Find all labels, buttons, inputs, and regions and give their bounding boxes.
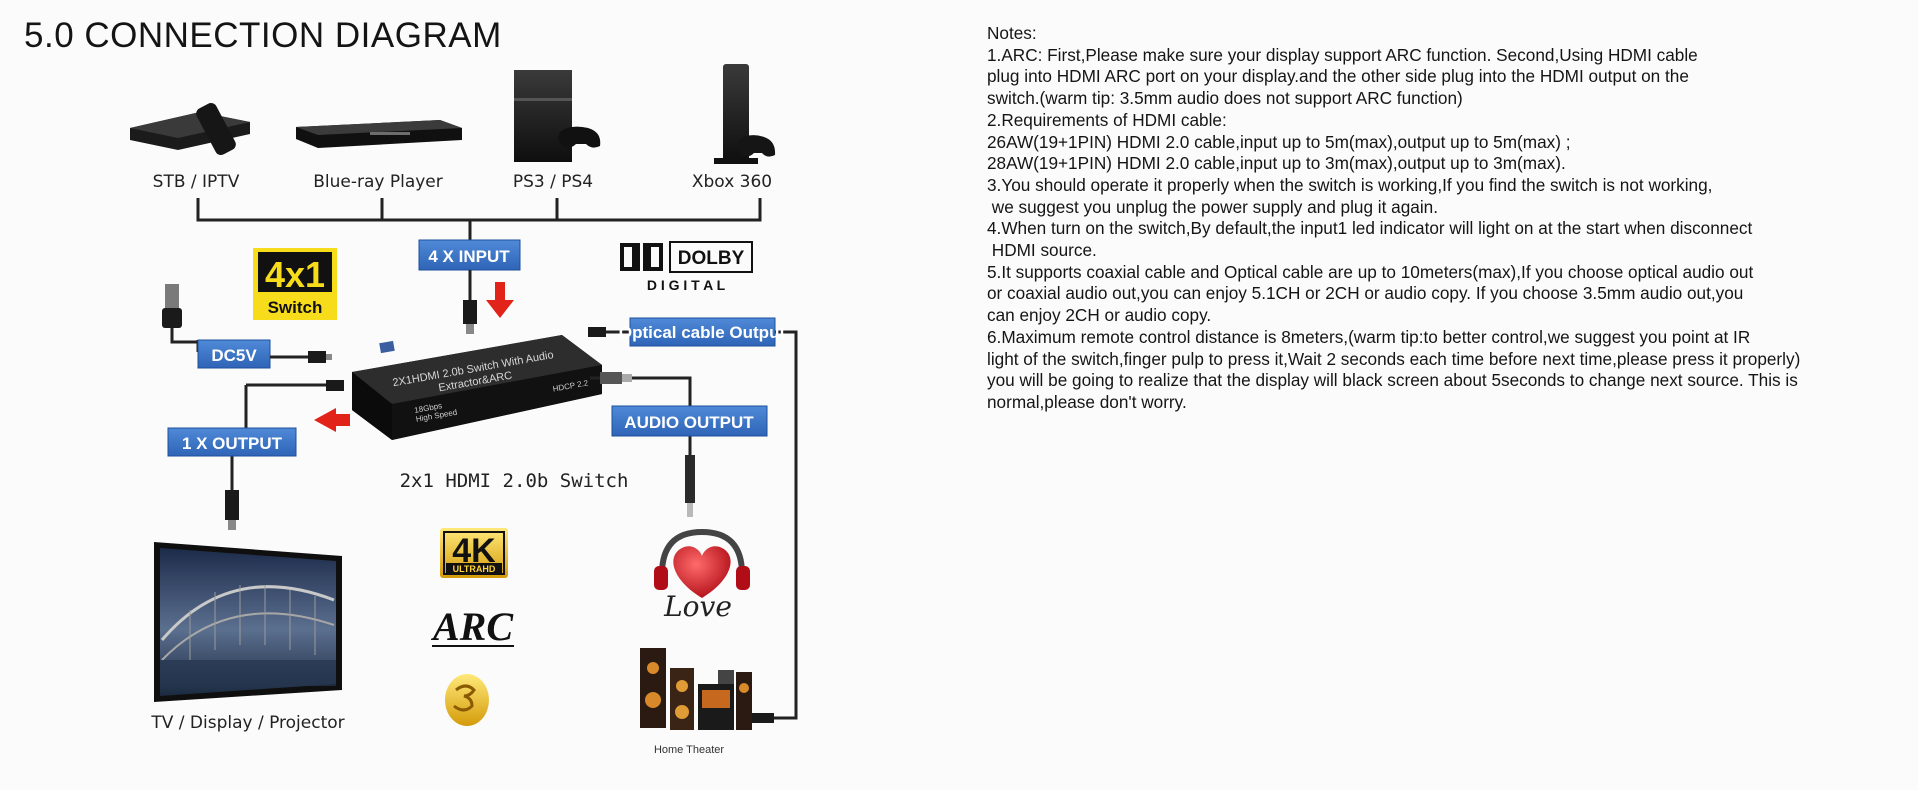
3d-logo-icon xyxy=(445,674,489,726)
power-box-label: DC5V xyxy=(211,346,257,365)
switch-badge-bottom: Switch xyxy=(268,298,323,317)
notes-line: 3.You should operate it properly when th… xyxy=(987,175,1867,197)
notes-line: we suggest you unplug the power supply a… xyxy=(987,197,1867,219)
love-headphone-icon: Love xyxy=(654,532,750,623)
usb-plug-icon xyxy=(162,284,198,352)
stb-label: STB / IPTV xyxy=(153,172,240,192)
notes-line: HDMI source. xyxy=(987,240,1867,262)
notes-line: switch.(warm tip: 3.5mm audio does not s… xyxy=(987,88,1867,110)
tv-device: TV / Display / Projector xyxy=(150,542,344,733)
notes-line: 5.It supports coaxial cable and Optical … xyxy=(987,262,1867,284)
optical-plug-icon xyxy=(588,327,606,337)
input-box-label: 4 X INPUT xyxy=(428,247,510,266)
bluray-device: Blue-ray Player xyxy=(296,120,462,192)
input-cable xyxy=(463,270,477,334)
output-box-label: 1 X OUTPUT xyxy=(182,434,283,453)
hdmi-switch-device: 2X1HDMI 2.0b Switch With Audio Extractor… xyxy=(352,335,602,440)
xbox-label: Xbox 360 xyxy=(692,172,772,192)
optical-ht-plug-icon xyxy=(752,713,774,723)
home-theater-icon: Home Theater xyxy=(640,648,752,756)
tv-label: TV / Display / Projector xyxy=(150,713,344,733)
audio-jack-icon xyxy=(600,372,632,384)
bluray-label: Blue-ray Player xyxy=(313,172,443,192)
tv-plug-icon xyxy=(225,490,239,530)
notes-line: 1.ARC: First,Please make sure your displ… xyxy=(987,45,1867,67)
ps-label: PS3 / PS4 xyxy=(513,172,593,192)
output-plug-icon xyxy=(326,380,344,391)
arc-logo: ARC xyxy=(430,604,514,649)
dolby-logo: DOLBY D I G I T A L xyxy=(620,242,752,293)
notes-line: you will be going to realize that the di… xyxy=(987,370,1867,392)
notes-line: normal,please don't worry. xyxy=(987,392,1867,414)
connection-diagram: STB / IPTV Blue-ray Player PS3 / PS4 Xbo… xyxy=(0,0,980,790)
stb-device: STB / IPTV xyxy=(130,101,250,192)
input-arrow-icon xyxy=(486,282,514,318)
notes-line: 4.When turn on the switch,By default,the… xyxy=(987,218,1867,240)
notes-heading: Notes: xyxy=(987,23,1867,45)
audio-plug-icon xyxy=(685,455,695,517)
input-box: 4 X INPUT xyxy=(419,240,520,270)
output-arrow-icon xyxy=(314,408,350,432)
optical-box-label: Optical cable Output xyxy=(619,323,786,342)
notes-section: Notes: 1.ARC: First,Please make sure you… xyxy=(987,23,1867,414)
optical-cable xyxy=(604,332,796,718)
love-text: Love xyxy=(663,590,732,623)
4k-badge: 4K ULTRAHD xyxy=(440,528,508,578)
audio-box-label: AUDIO OUTPUT xyxy=(624,413,754,432)
dolby-word: DOLBY xyxy=(678,248,745,269)
notes-line: 6.Maximum remote control distance is 8me… xyxy=(987,327,1867,349)
switch-badge-top: 4x1 xyxy=(265,254,325,295)
switch-caption: 2x1 HDMI 2.0b Switch xyxy=(400,470,629,492)
notes-line: 2.Requirements of HDMI cable: xyxy=(987,110,1867,132)
home-theater-label: Home Theater xyxy=(654,744,724,756)
power-cable xyxy=(270,351,332,363)
xbox-device: Xbox 360 xyxy=(692,64,775,192)
dolby-digital: D I G I T A L xyxy=(647,277,726,293)
notes-line: plug into HDMI ARC port on your display.… xyxy=(987,66,1867,88)
notes-line: light of the switch,finger pulp to press… xyxy=(987,349,1867,371)
ultrahd-text: ULTRAHD xyxy=(453,564,496,574)
optical-box: Optical cable Output xyxy=(619,318,786,346)
switch-badge: 4x1 Switch xyxy=(253,248,337,320)
input-bus xyxy=(198,198,760,240)
notes-line: 26AW(19+1PIN) HDMI 2.0 cable,input up to… xyxy=(987,132,1867,154)
ps4-device: PS3 / PS4 xyxy=(513,70,600,192)
arc-text: ARC xyxy=(430,604,514,649)
notes-line: 28AW(19+1PIN) HDMI 2.0 cable,input up to… xyxy=(987,153,1867,175)
notes-line: or coaxial audio out,you can enjoy 5.1CH… xyxy=(987,283,1867,305)
audio-box: AUDIO OUTPUT xyxy=(612,406,767,436)
power-box: DC5V xyxy=(198,340,270,368)
output-box: 1 X OUTPUT xyxy=(168,428,296,456)
notes-line: can enjoy 2CH or audio copy. xyxy=(987,305,1867,327)
